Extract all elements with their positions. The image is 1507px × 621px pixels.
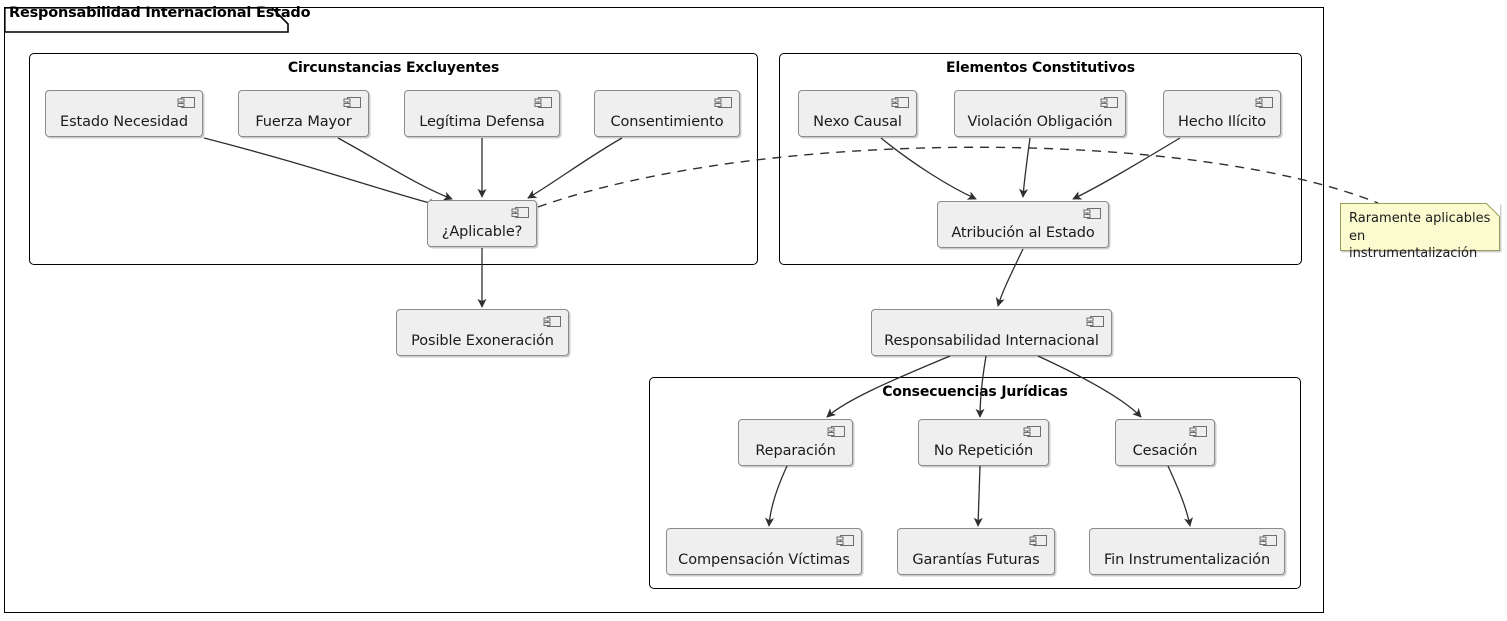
component-cesacion[interactable]: Cesación [1115,419,1215,466]
edge-violacion-obligacion-atribucion [1019,137,1031,198]
diagram-frame [4,7,1324,613]
component-label: Garantías Futuras [912,551,1040,568]
edge-nexo-causal-atribucion [880,137,977,200]
frame-title-label: Responsabilidad Internacional Estado [9,5,311,21]
component-icon [511,207,529,218]
component-consentimiento[interactable]: Consentimiento [594,90,740,137]
edge-hecho-ilicito-atribucion [1072,137,1181,200]
component-icon [534,97,552,108]
component-label: Reparación [755,442,836,459]
edge-responsabilidad-cesacion [1037,355,1142,418]
component-icon [1255,97,1273,108]
component-label: Fin Instrumentalización [1103,551,1271,568]
component-label: Atribución al Estado [951,224,1095,241]
edge-atribucion-responsabilidad [995,248,1024,307]
component-label: Posible Exoneración [411,332,554,349]
component-posible-exoneracion[interactable]: Posible Exoneración [396,309,569,356]
package-circunstancias-excluyentes: Circunstancias Excluyentes [29,53,758,265]
component-estado-necesidad[interactable]: Estado Necesidad [45,90,203,137]
edge-no-repeticion-garantias [973,465,983,527]
component-label: Violación Obligación [967,113,1113,130]
note-line-2: en instrumentalización [1349,228,1478,262]
component-label: Hecho Ilícito [1177,113,1267,130]
component-no-repeticion[interactable]: No Repetición [918,419,1049,466]
component-icon [1023,426,1041,437]
component-reparacion[interactable]: Reparación [738,419,853,466]
note-line-1: Raramente aplicables [1349,211,1491,226]
edge-responsabilidad-no-repeticion [975,355,987,418]
component-nexo-causal[interactable]: Nexo Causal [798,90,917,137]
component-icon [1086,316,1104,327]
component-icon [714,97,732,108]
package-title: Consecuencias Jurídicas [882,384,1068,400]
component-label: Fuerza Mayor [255,113,352,130]
component-icon [1259,535,1277,546]
frame-border [4,7,1324,613]
edge-aplicable-note [537,146,1379,208]
component-atribucion-al-estado[interactable]: Atribución al Estado [937,201,1109,248]
package-title: Circunstancias Excluyentes [287,60,500,76]
package-elementos-constitutivos: Elementos Constitutivos [779,53,1302,265]
component-icon [543,316,561,327]
component-label: Nexo Causal [813,113,902,130]
package-consecuencias-juridicas: Consecuencias Jurídicas [649,377,1301,589]
component-garantias-futuras[interactable]: Garantías Futuras [897,528,1055,575]
component-aplicable[interactable]: ¿Aplicable? [427,200,537,247]
edge-cesacion-fin-instrumentalizacion [1167,465,1193,527]
note-raramente-aplicables[interactable]: Raramente aplicables en instrumentalizac… [1340,203,1500,261]
component-label: Compensación Víctimas [678,551,850,568]
component-label: Estado Necesidad [60,113,188,130]
component-legitima-defensa[interactable]: Legítima Defensa [404,90,560,137]
component-icon [891,97,909,108]
edge-fuerza-mayor-aplicable [337,137,453,201]
component-fin-instrumentalizacion[interactable]: Fin Instrumentalización [1089,528,1285,575]
package-title: Elementos Constitutivos [946,60,1135,76]
component-label: Consentimiento [610,113,724,130]
edge-estado-necesidad-aplicable [203,137,438,208]
component-fuerza-mayor[interactable]: Fuerza Mayor [238,90,369,137]
component-icon [1189,426,1207,437]
component-icon [1083,208,1101,219]
component-label: Responsabilidad Internacional [884,332,1099,349]
edge-consentimiento-aplicable [527,137,623,199]
edge-reparacion-compensacion [764,465,788,527]
component-compensacion-victimas[interactable]: Compensación Víctimas [666,528,862,575]
component-violacion-obligacion[interactable]: Violación Obligación [954,90,1126,137]
component-hecho-ilicito[interactable]: Hecho Ilícito [1163,90,1281,137]
component-icon [177,97,195,108]
component-responsabilidad-internacional[interactable]: Responsabilidad Internacional [871,309,1112,356]
component-label: ¿Aplicable? [441,223,523,240]
component-label: Legítima Defensa [419,113,545,130]
component-label: Cesación [1132,442,1198,459]
component-icon [1100,97,1118,108]
component-icon [1029,535,1047,546]
component-label: No Repetición [933,442,1034,459]
edge-responsabilidad-reparacion [826,355,951,418]
component-icon [836,535,854,546]
component-icon [343,97,361,108]
component-icon [827,426,845,437]
note-fold-icon [1486,203,1500,217]
